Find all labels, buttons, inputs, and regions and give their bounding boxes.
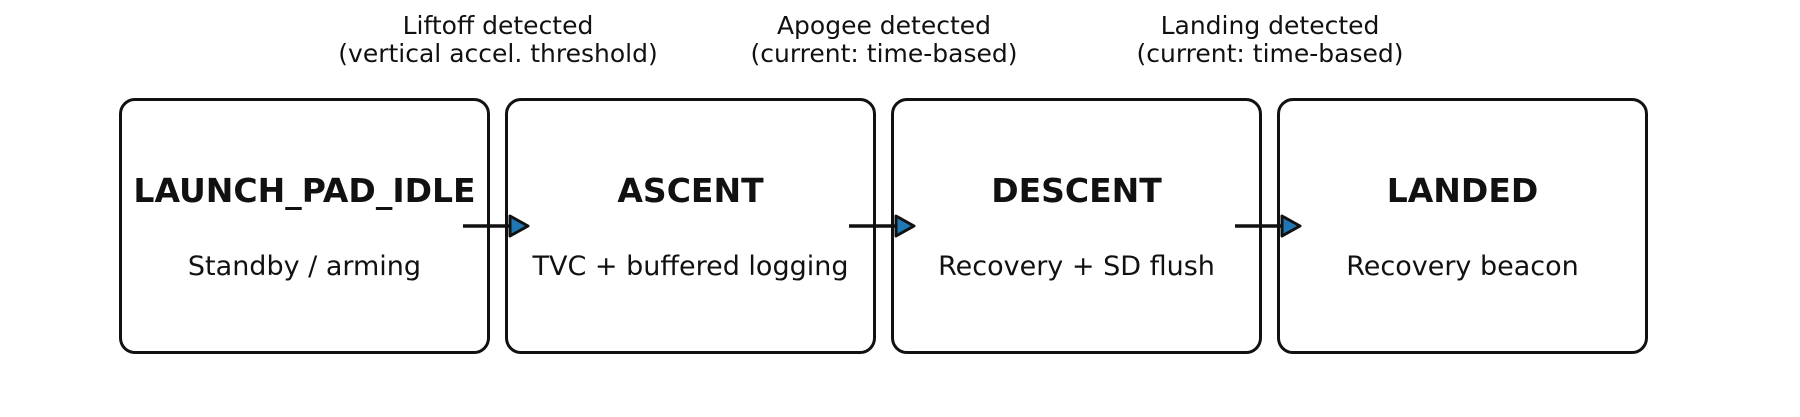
state-ascent: ASCENT TVC + buffered logging	[505, 98, 876, 354]
state-name: ASCENT	[617, 171, 764, 210]
transition-landing-condition: (current: time-based)	[1136, 39, 1404, 68]
transition-liftoff-condition: (vertical accel. threshold)	[338, 39, 658, 68]
transition-label-apogee: Apogee detected (current: time-based)	[714, 12, 1054, 68]
transition-apogee-title: Apogee detected	[776, 11, 992, 40]
state-description: TVC + buffered logging	[532, 251, 849, 282]
state-name: LAUNCH_PAD_IDLE	[133, 171, 476, 210]
state-launch-pad-idle: LAUNCH_PAD_IDLE Standby / arming	[119, 98, 490, 354]
state-name: DESCENT	[991, 171, 1162, 210]
transition-liftoff-title: Liftoff detected	[402, 11, 594, 40]
state-landed: LANDED Recovery beacon	[1277, 98, 1648, 354]
state-description: Recovery beacon	[1346, 251, 1579, 282]
state-description: Recovery + SD flush	[938, 251, 1215, 282]
transition-label-landing: Landing detected (current: time-based)	[1100, 12, 1440, 68]
transition-label-liftoff: Liftoff detected (vertical accel. thresh…	[328, 12, 668, 68]
transition-landing-title: Landing detected	[1160, 11, 1380, 40]
transition-apogee-condition: (current: time-based)	[750, 39, 1018, 68]
state-name: LANDED	[1386, 171, 1539, 210]
state-description: Standby / arming	[187, 251, 422, 282]
state-descent: DESCENT Recovery + SD flush	[891, 98, 1262, 354]
